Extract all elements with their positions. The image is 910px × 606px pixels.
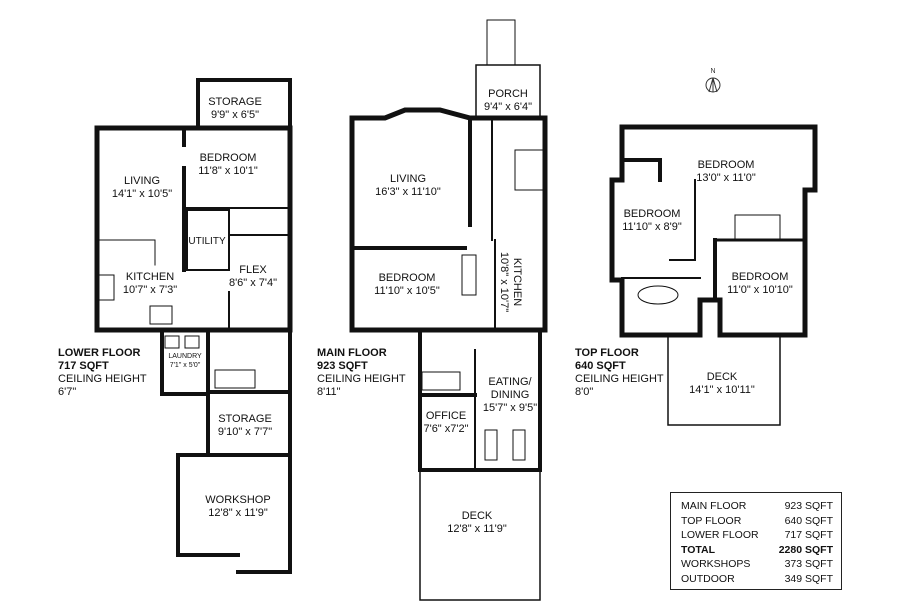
- top-floor-walls: [609, 124, 818, 426]
- main-floor-walls: [349, 19, 548, 601]
- room-utility: UTILITY: [188, 236, 226, 247]
- north-arrow-icon: N: [705, 68, 721, 93]
- north-label: N: [710, 68, 715, 75]
- lower-floor-walls: [94, 78, 293, 574]
